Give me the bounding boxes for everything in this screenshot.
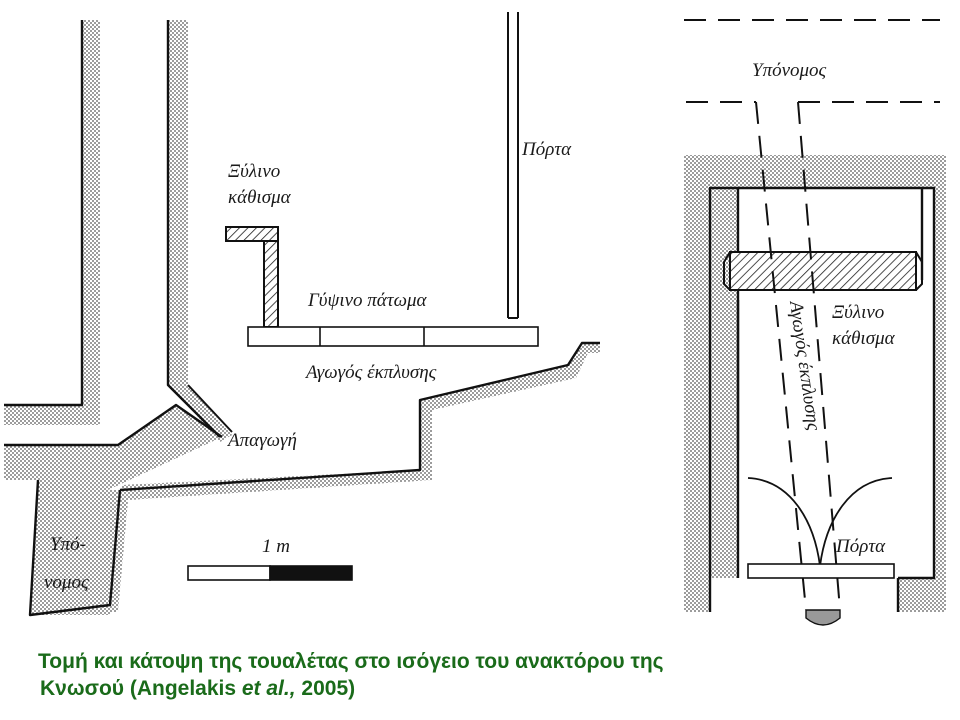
- label-sewer-left: Υπό- νομος: [44, 534, 91, 593]
- masonry-upper-right: [168, 20, 232, 442]
- label-wooden-seat-right: Ξύλινο κάθισμα: [832, 302, 896, 349]
- door-left-lines: [507, 12, 519, 319]
- caption-line-2-prefix: Κνωσού (Angelakis: [40, 677, 242, 700]
- plan-view: Υπόνομος Ξύλινο κάθισμα Αγωγός έκπλυσης …: [684, 19, 946, 626]
- caption-line-2: Κνωσού (Angelakis et al., 2005): [38, 675, 664, 702]
- caption-line-2-suffix: 2005): [295, 677, 356, 700]
- label-flush-channel: Αγωγός έκπλυσης: [304, 362, 437, 383]
- plan-door-threshold: [747, 563, 895, 579]
- wooden-seat-top: [225, 226, 279, 242]
- scale-bar: [187, 565, 353, 581]
- toilet-section-and-plan-diagram: Ξύλινο κάθισμα Γύψινο πάτωμα Πόρτα Αγωγό…: [4, 12, 946, 626]
- label-wooden-seat: Ξύλινο κάθισμα: [228, 161, 292, 208]
- sewer-dashed-lines: [684, 19, 940, 103]
- caption-line-1: Τομή και κάτοψη της τουαλέτας στο ισόγει…: [38, 650, 664, 673]
- section-view: Ξύλινο κάθισμα Γύψινο πάτωμα Πόρτα Αγωγό…: [4, 12, 600, 617]
- label-sewer-right: Υπόνομος: [752, 60, 827, 81]
- masonry-step-floor: [108, 343, 600, 612]
- plan-wooden-seat: [729, 251, 917, 291]
- plan-outlet-basin: [805, 609, 841, 626]
- label-door-right: Πόρτα: [835, 536, 886, 557]
- label-flush-channel-right: Αγωγός έκπλυσης: [785, 298, 824, 432]
- masonry-upper: [4, 20, 100, 425]
- label-scale: 1 m: [262, 536, 290, 557]
- wooden-seat-post: [263, 240, 279, 328]
- label-gypsum-floor: Γύψινο πάτωμα: [307, 290, 428, 311]
- caption-line-2-italic: et al.,: [241, 677, 296, 700]
- masonry-lower: [4, 405, 222, 615]
- label-door-left: Πόρτα: [521, 139, 572, 160]
- label-drain: Απαγωγή: [226, 430, 297, 451]
- plan-door-arcs: [747, 477, 893, 567]
- plan-flush-channel-lines: [755, 101, 841, 611]
- figure-caption: Τομή και κάτοψη της τουαλέτας στο ισόγει…: [38, 648, 664, 702]
- gypsum-floor-slab: [247, 326, 539, 347]
